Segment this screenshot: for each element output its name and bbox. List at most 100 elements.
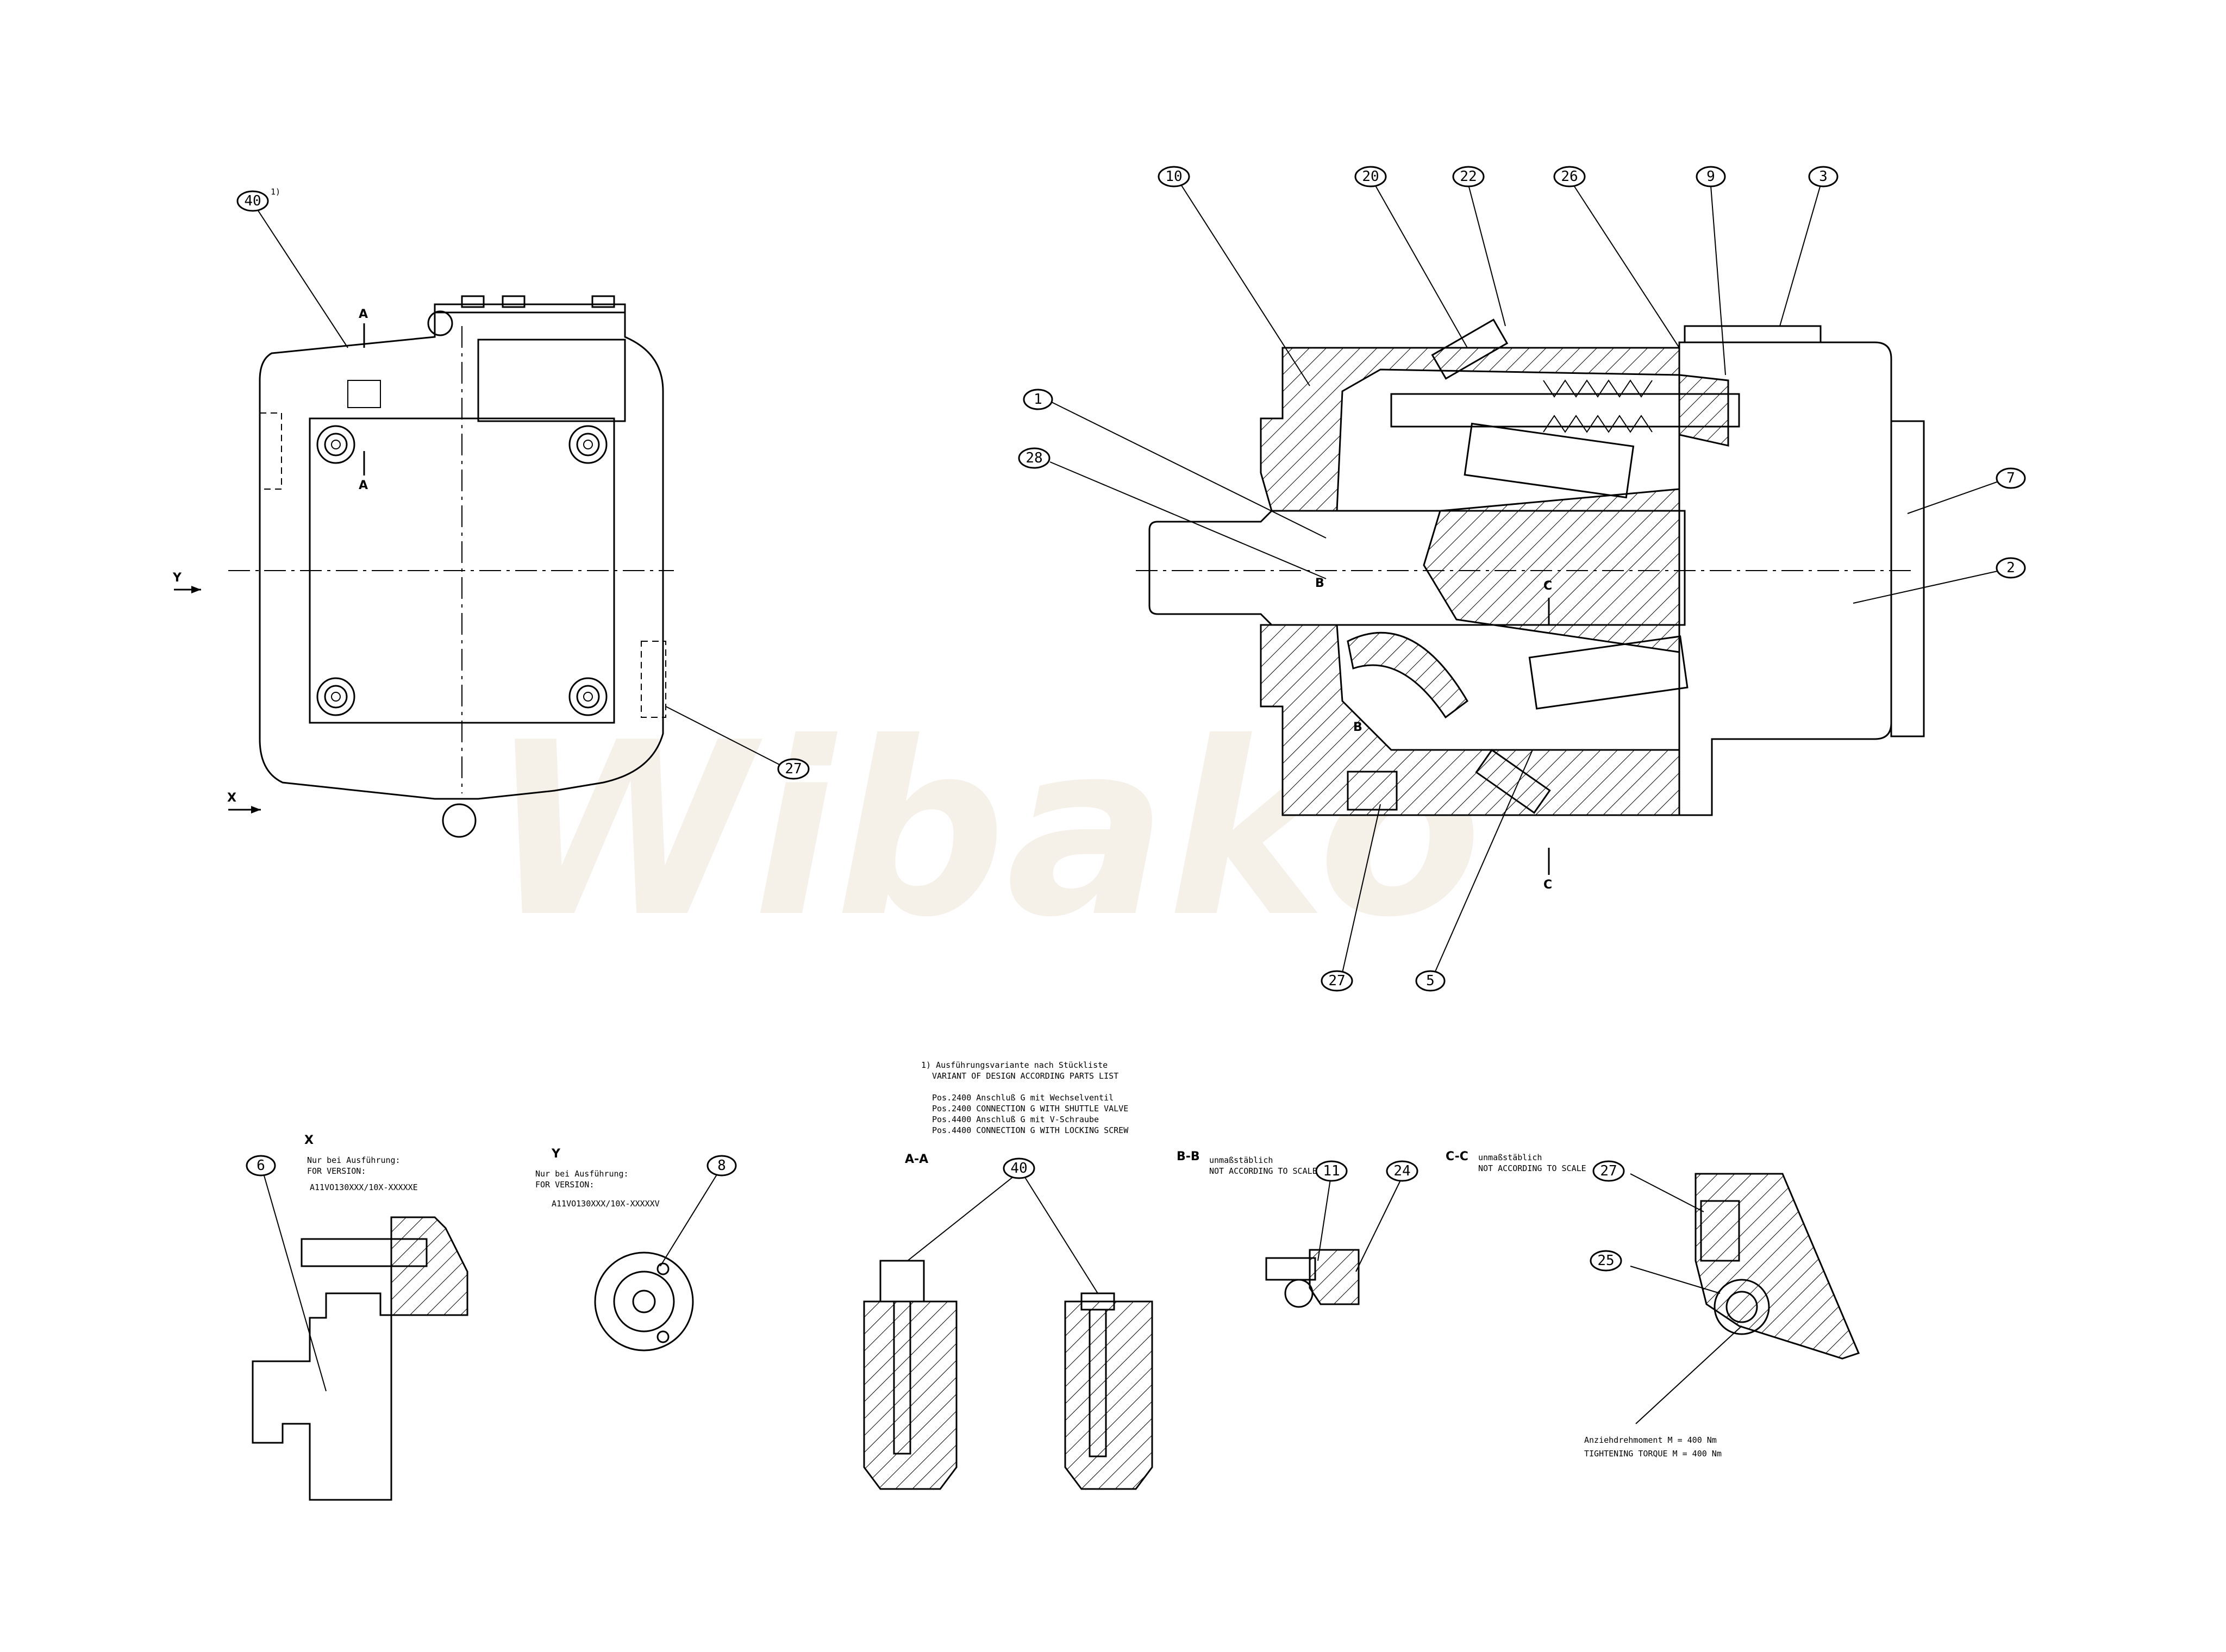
detail-cc-torque-en: TIGHTENING TORQUE M = 400 Nm [1584, 1449, 1722, 1459]
detail-y-dial-screw [656, 1330, 670, 1343]
section-view-spring-coil [1543, 415, 1653, 433]
leader-line [1179, 182, 1310, 386]
balloon-20 [1354, 166, 1387, 187]
leader-line [1630, 1266, 1721, 1294]
section-view-swashplate [1347, 631, 1468, 719]
detail-y-dial-center [632, 1290, 656, 1313]
leader-line [263, 1173, 327, 1392]
leader-line [1342, 804, 1381, 973]
detail-cc-plug [1700, 1200, 1740, 1262]
front-view-top-bolt [502, 295, 526, 308]
footnote-line: Pos.4400 CONNECTION G WITH LOCKING SCREW [932, 1125, 1129, 1135]
balloon-8-label: 8 [717, 1157, 726, 1174]
detail-cc-housing [1694, 1173, 1860, 1360]
leader-line [1468, 184, 1506, 327]
leader-line [1779, 184, 1821, 327]
balloon-2 [1996, 557, 2026, 579]
detail-cc-scale-de: unmaßstäblich [1478, 1153, 1542, 1162]
balloon-24 [1386, 1160, 1418, 1182]
detail-bb: B-B unmaßstäblich NOT ACCORDING TO SCALE… [1177, 1150, 1418, 1308]
balloon-40-label: 40 [244, 193, 261, 209]
front-view-bottom-plug [442, 803, 477, 838]
front-view: A A Y X 40 1) 27 [172, 187, 810, 838]
front-view-top-flange [434, 303, 626, 312]
detail-bb-scale-en: NOT ACCORDING TO SCALE [1209, 1166, 1317, 1176]
leader-line [1710, 185, 1726, 376]
detail-aa-left-bore [893, 1300, 911, 1455]
section-view-label-c: C [1543, 878, 1552, 892]
front-view-side-plug [427, 310, 453, 336]
section-view-end-cover [1890, 420, 1925, 737]
balloon-6 [246, 1155, 276, 1177]
leader-line [665, 706, 783, 767]
front-view-y-arrowhead [191, 586, 201, 593]
balloon-27-label: 27 [1328, 973, 1345, 989]
balloon-11-label: 11 [1323, 1163, 1340, 1179]
front-view-bolt-top-right [568, 425, 608, 464]
leader-line [1317, 1179, 1331, 1261]
detail-cc-scale-en: NOT ACCORDING TO SCALE [1478, 1163, 1586, 1173]
detail-y-version: A11VO130XXX/10X-XXXXXV [552, 1199, 660, 1209]
leader-line [660, 1173, 718, 1267]
detail-y-note: FOR VERSION: [535, 1180, 594, 1190]
detail-y: Y Nur bei Ausführung: FOR VERSION: A11VO… [535, 1147, 737, 1351]
balloon-27-label: 27 [785, 761, 802, 777]
balloon-1 [1023, 389, 1053, 410]
section-view-piston-lower [1528, 635, 1689, 710]
section-view-top-plate [1684, 325, 1822, 343]
leader-line [1049, 461, 1327, 579]
section-view-main-housing [1260, 347, 1729, 512]
front-view-bolt-bottom-right [568, 677, 608, 716]
detail-x-version: A11VO130XXX/10X-XXXXXE [310, 1182, 418, 1192]
detail-x-note: Nur bei Ausführung: [307, 1155, 401, 1165]
detail-cc: C-C unmaßstäblich NOT ACCORDING TO SCALE… [1446, 1150, 1860, 1459]
footnote-line: Pos.2400 Anschluß G mit Wechselventil [932, 1093, 1114, 1103]
detail-bb-pin [1265, 1257, 1316, 1281]
balloon-40 [1003, 1157, 1035, 1179]
front-view-section-a-label: A [359, 308, 368, 321]
footnote-line: Pos.4400 Anschluß G mit V-Schraube [932, 1115, 1099, 1124]
section-view: B B C C 10 20 22 26 9 3 1 28 7 [1018, 166, 2026, 992]
detail-y-dial-outer [594, 1251, 694, 1351]
section-view-label-b: B [1353, 721, 1362, 734]
balloon-26 [1553, 166, 1586, 187]
front-view-section-a-label: A [359, 479, 368, 492]
detail-y-dial-ring [613, 1271, 675, 1332]
detail-bb-bore [1284, 1279, 1314, 1308]
section-view-drive-shaft [1148, 510, 1686, 626]
balloon-10 [1158, 166, 1190, 187]
detail-cc-title: C-C [1446, 1150, 1468, 1163]
leader-line [1630, 1173, 1704, 1212]
detail-x-note: FOR VERSION: [307, 1166, 366, 1176]
section-view-fitting-22 [1431, 318, 1509, 380]
leader-line [1434, 749, 1533, 973]
balloon-8 [706, 1155, 737, 1177]
balloon-27 [1592, 1160, 1625, 1182]
detail-aa-right-body [1064, 1300, 1153, 1490]
balloon-25 [1590, 1250, 1622, 1272]
leader-line [1051, 402, 1327, 539]
section-view-plug-27 [1347, 771, 1398, 811]
footnote-block: 1) Ausführungsvariante nach Stückliste V… [921, 1060, 1129, 1135]
front-view-top-bolt [461, 295, 485, 308]
detail-x-title: X [304, 1134, 314, 1147]
footnote-marker: 1) [271, 187, 280, 197]
detail-aa: A-A 40 [863, 1153, 1153, 1490]
front-view-label-x: X [227, 791, 236, 805]
section-view-spring-coil [1543, 379, 1653, 398]
balloon-3-label: 3 [1819, 168, 1828, 185]
front-view-x-arrowhead [251, 806, 261, 814]
balloon-3 [1808, 166, 1839, 187]
balloon-11 [1315, 1160, 1348, 1182]
leader-line [1635, 1325, 1742, 1424]
balloon-22 [1452, 166, 1485, 187]
detail-x: X Nur bei Ausführung: FOR VERSION: A11VO… [246, 1134, 468, 1501]
front-view-hidden-port [259, 412, 282, 490]
detail-x-bore [301, 1238, 428, 1267]
front-view-port-boss [347, 380, 381, 408]
balloon-7-label: 7 [2006, 470, 2015, 486]
front-view-housing-outline [259, 311, 664, 800]
detail-x-body [252, 1292, 392, 1501]
detail-aa-right-bore [1089, 1309, 1107, 1457]
